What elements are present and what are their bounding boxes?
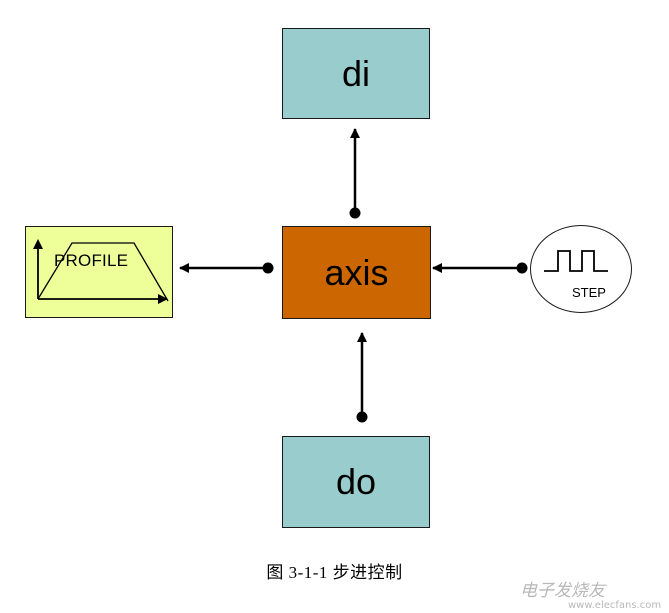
watermark-url: www.elecfans.com (568, 600, 662, 611)
connector-dot-do-axis (356, 411, 368, 423)
profile-node: PROFILE (25, 226, 173, 318)
step-label: STEP (572, 285, 606, 300)
profile-y-arrow-icon (33, 239, 43, 249)
step-node (530, 225, 632, 313)
profile-x-arrow-icon (158, 294, 168, 304)
profile-label: PROFILE (54, 251, 129, 270)
axis-label: axis (324, 251, 389, 293)
connector-dot-axis-profile (262, 262, 274, 274)
di-node: di (282, 28, 430, 119)
connector-dot-axis-di (349, 207, 361, 219)
do-label: do (335, 461, 377, 502)
watermark-logo: 电子发烧友 (520, 581, 605, 601)
di-label: di (341, 52, 371, 94)
velocity-profile-graph (33, 239, 169, 304)
profile-trapezoid-curve (37, 242, 169, 302)
figure-caption: 图 3-1-1 步进控制 (266, 563, 403, 582)
connector-dot-step-axis (516, 262, 528, 274)
pulse-train-icon (544, 250, 608, 272)
do-node: do (282, 436, 430, 528)
axis-node: axis (282, 226, 431, 319)
